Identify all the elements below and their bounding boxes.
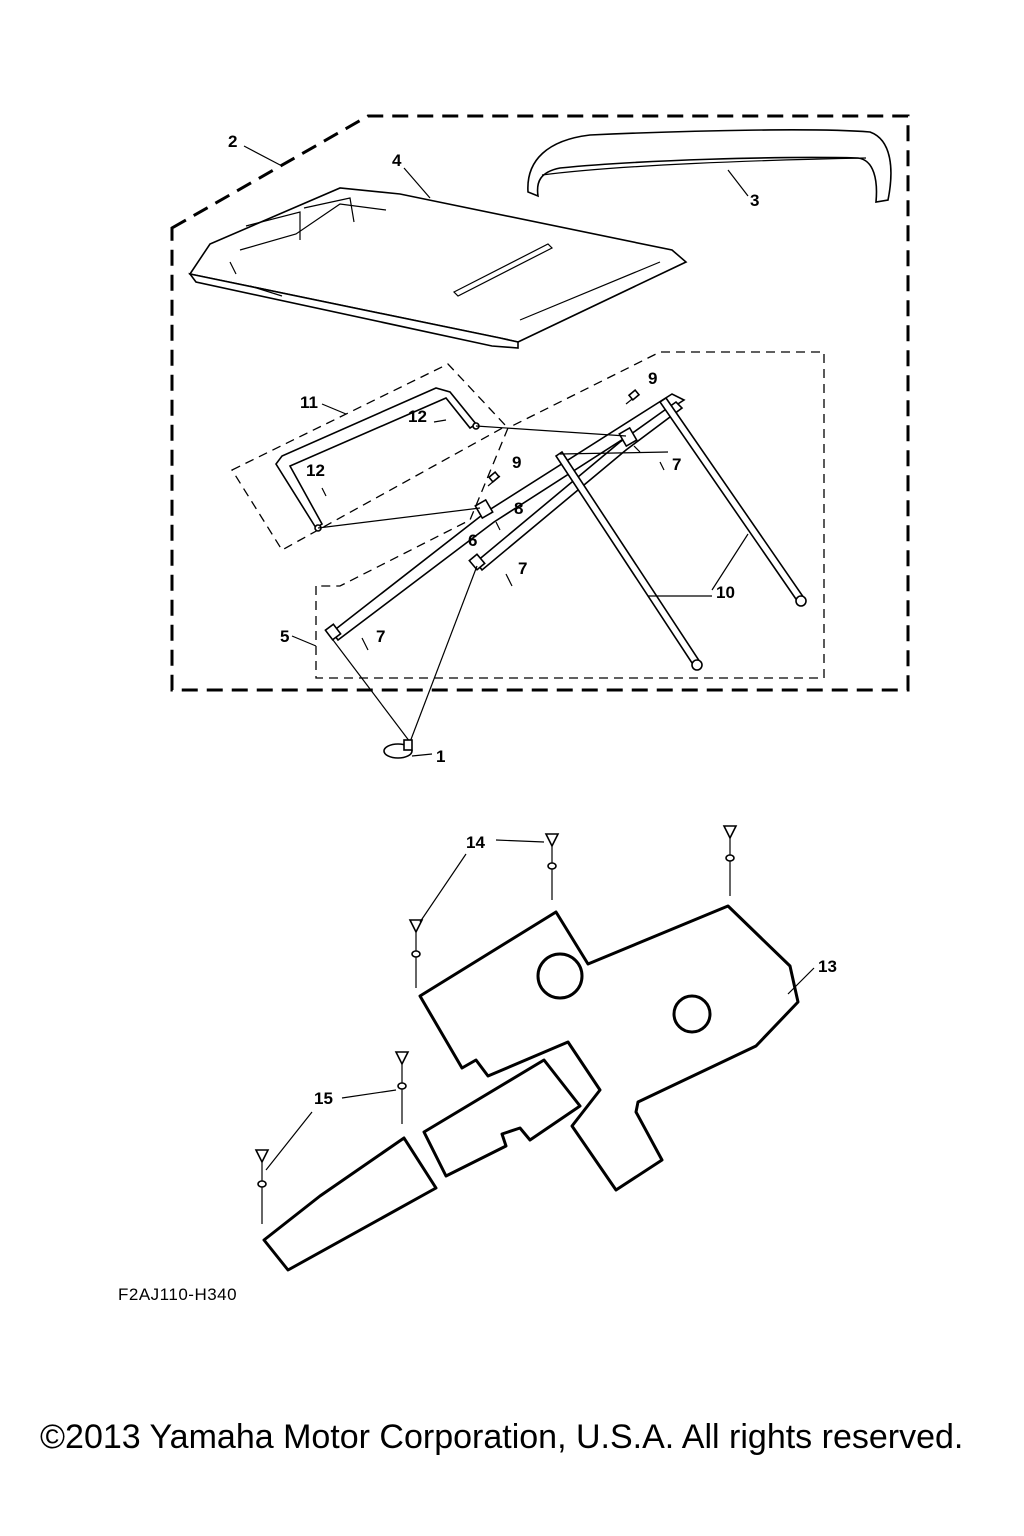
- part-3-visor: [527, 129, 892, 203]
- frame-boundary-5: [315, 351, 825, 679]
- part-4-canopy: [188, 187, 688, 349]
- fastener-pins: [254, 825, 738, 1224]
- part-13-deck-mat: [418, 904, 800, 1192]
- callout-11: 11: [300, 393, 318, 412]
- callout-3: 3: [750, 191, 759, 210]
- part-11-rear-bar: [275, 387, 480, 532]
- part-10-poles: [554, 396, 807, 671]
- callout-14: 14: [466, 833, 485, 852]
- callout-5: 5: [280, 627, 289, 646]
- copyright-text: ©2013 Yamaha Motor Corporation, U.S.A. A…: [40, 1418, 963, 1456]
- callouts-upper: 2 4 3 11 12 12 9 9 7 8 6 7 10 5 7 1: [228, 132, 759, 766]
- callout-8: 8: [514, 499, 523, 518]
- callout-9a: 9: [648, 369, 657, 388]
- part-1-fastener: [332, 565, 478, 759]
- callout-7c: 7: [376, 627, 385, 646]
- callout-13: 13: [818, 957, 837, 976]
- callout-10: 10: [716, 583, 735, 602]
- part-15-lower-mats: [262, 1058, 582, 1272]
- callout-15: 15: [314, 1089, 333, 1108]
- callout-6: 6: [468, 531, 477, 550]
- callout-7b: 7: [518, 559, 527, 578]
- callout-1: 1: [436, 747, 445, 766]
- figure-code: F2AJ110-H340: [118, 1285, 237, 1304]
- callout-4: 4: [392, 151, 402, 170]
- callout-7a: 7: [672, 455, 681, 474]
- callout-12b: 12: [306, 461, 325, 480]
- callout-2: 2: [228, 132, 237, 151]
- callout-12a: 12: [408, 407, 427, 426]
- callouts-lower: 14 13 15: [265, 833, 837, 1171]
- kit-boundary-2: [170, 114, 910, 692]
- bracket-hardware: [321, 389, 665, 651]
- leader-lines: [249, 285, 627, 529]
- callout-9b: 9: [512, 453, 521, 472]
